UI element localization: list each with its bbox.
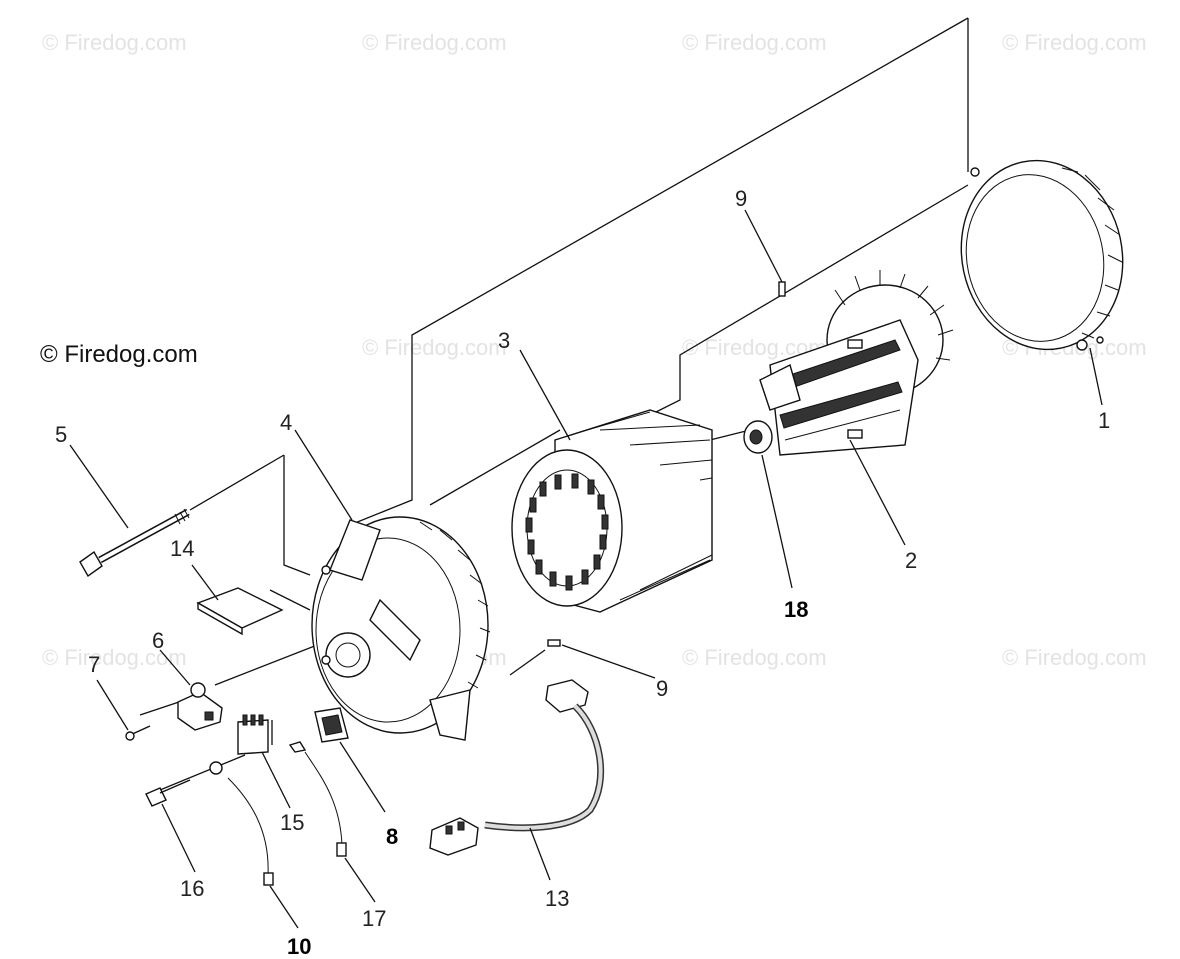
callout-13: 13	[545, 886, 569, 911]
callout-16: 16	[180, 876, 204, 901]
callout-8: 8	[386, 824, 398, 849]
leader-lines	[69, 209, 1103, 929]
watermark-text: © Firedog.com	[42, 30, 187, 55]
watermark-text: © Firedog.com	[362, 30, 507, 55]
watermark-text: © Firedog.com	[682, 30, 827, 55]
watermark-text: © Firedog.com	[362, 335, 507, 360]
bracket-part-6	[177, 682, 223, 731]
pad-part-14	[196, 587, 284, 636]
callout-9-lower: 9	[656, 676, 668, 701]
through-bolt-part-5	[79, 508, 190, 578]
callout-labels: 1 2 3 4 5 6 7 8 9 9 10 13 14 15 16 17 18	[55, 186, 1110, 959]
callout-14: 14	[170, 536, 194, 561]
end-cover-part-1	[960, 159, 1124, 351]
callout-10: 10	[287, 934, 311, 959]
assembly-lines	[139, 17, 969, 791]
callout-2: 2	[905, 548, 917, 573]
stator-part-3	[511, 409, 713, 613]
dowel-pin-part-9-lower	[547, 639, 561, 647]
rotor-part-2	[743, 270, 954, 456]
callout-4: 4	[280, 410, 292, 435]
watermark-text: © Firedog.com	[42, 645, 187, 670]
callout-18: 18	[784, 597, 808, 622]
front-housing-part-4	[311, 516, 491, 741]
callout-17: 17	[362, 906, 386, 931]
watermark-text: © Firedog.com	[1002, 30, 1147, 55]
watermark-text: © Firedog.com	[682, 645, 827, 670]
dowel-pin-part-9-upper	[778, 281, 786, 297]
wire-lead-part-10	[209, 761, 274, 886]
screw-part-7	[125, 725, 151, 741]
wire-harness-part-13	[429, 679, 605, 856]
watermark-main: © Firedog.com	[40, 341, 198, 368]
callout-15: 15	[280, 810, 304, 835]
watermark-text: © Firedog.com	[1002, 645, 1147, 670]
terminal-block-part-15	[237, 714, 269, 755]
screw-part-16	[145, 779, 191, 807]
callout-9-upper: 9	[735, 186, 747, 211]
callout-1: 1	[1098, 408, 1110, 433]
callout-5: 5	[55, 422, 67, 447]
callout-3: 3	[498, 328, 510, 353]
callout-7: 7	[88, 652, 100, 677]
brush-holder-part-8	[314, 707, 349, 743]
wire-lead-part-17	[288, 741, 347, 857]
callout-6: 6	[152, 628, 164, 653]
